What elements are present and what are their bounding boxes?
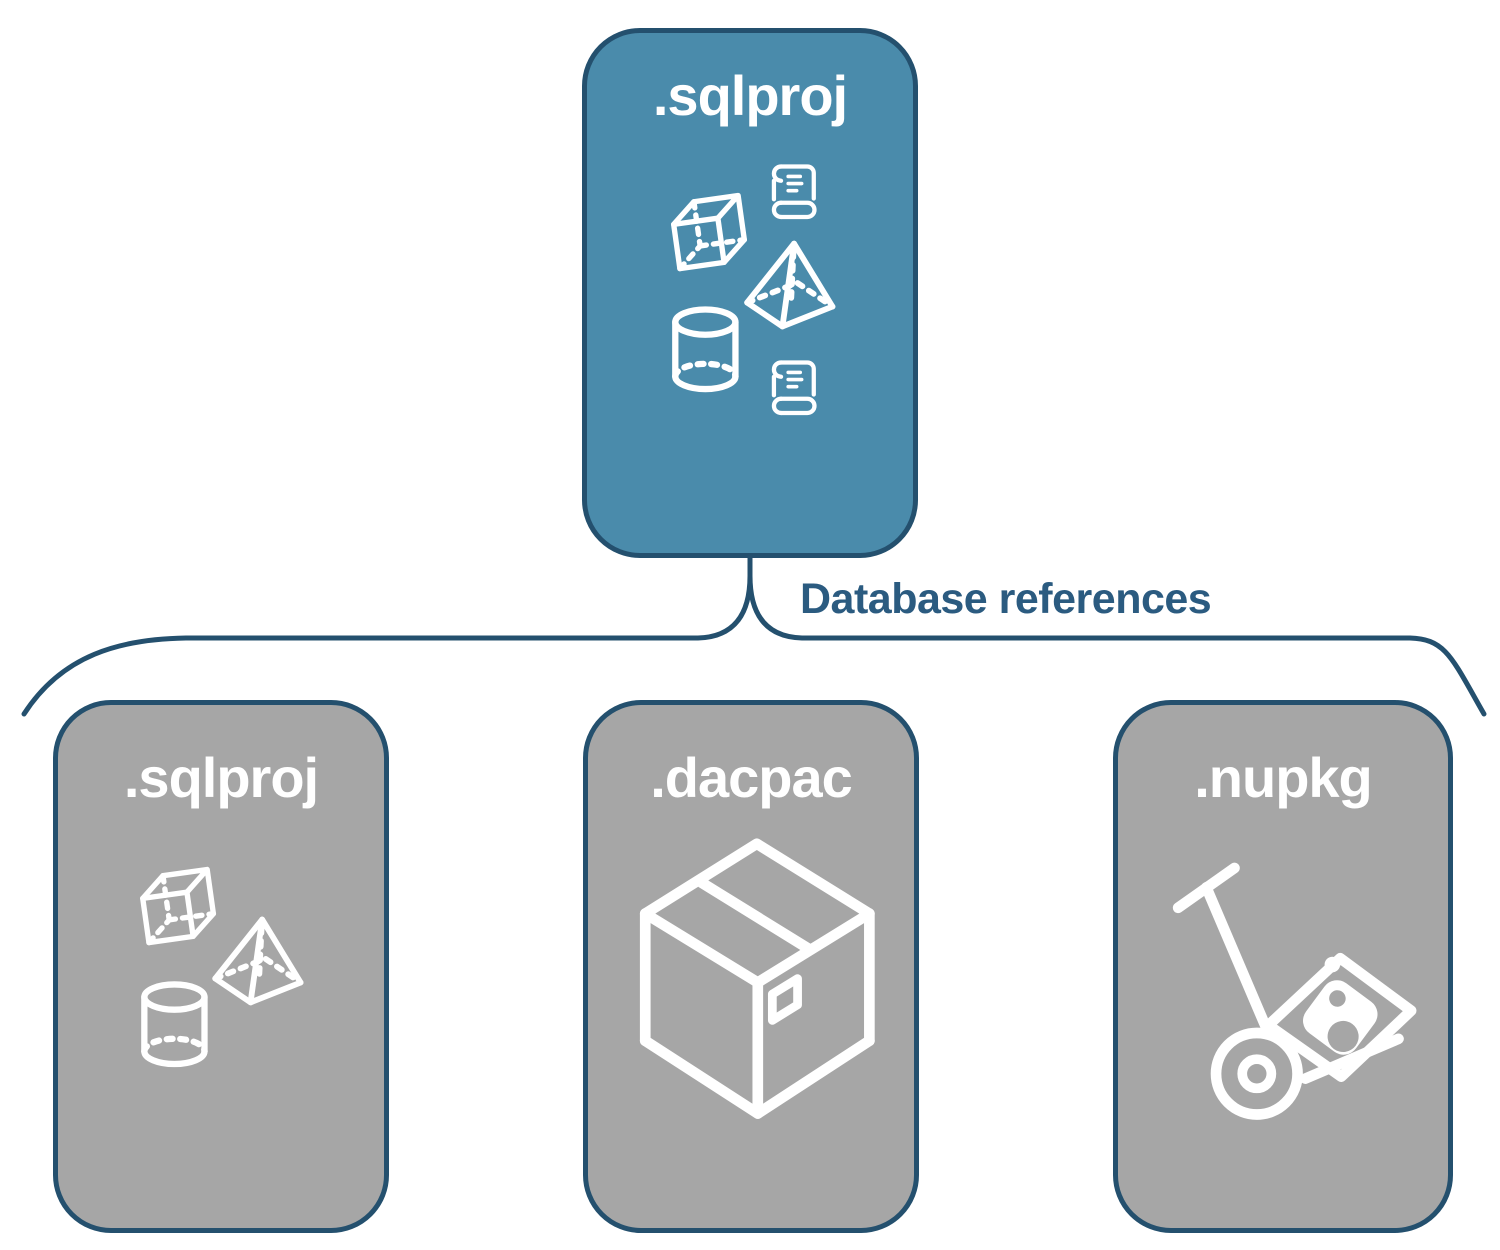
sql-project-objects-icon-cluster: [587, 33, 913, 553]
parent-node-sqlproj: .sqlproj: [582, 28, 918, 558]
cube-icon: [140, 869, 216, 942]
child-node-label: .sqlproj: [123, 746, 319, 809]
cylinder-icon: [144, 984, 204, 1064]
child-node-nupkg: .nupkg: [1113, 700, 1453, 1233]
child-node-sqlproj: .sqlproj: [53, 700, 389, 1233]
edge-label-database-references: Database references: [800, 575, 1212, 623]
nuget-package-outline: [1263, 952, 1417, 1082]
scroll-icon: [774, 166, 815, 217]
child-node-label: .nupkg: [1194, 746, 1373, 809]
child-node-dacpac: .dacpac: [583, 700, 919, 1233]
hand-truck-wheel: [1210, 1027, 1303, 1120]
brace-path: [21, 554, 1487, 717]
cylinder-icon: [675, 309, 735, 389]
package-box-icon: [639, 838, 875, 1119]
hand-truck-nuget-package-icon: [1172, 862, 1417, 1120]
cube-icon: [671, 196, 747, 269]
pyramid-icon: [746, 241, 837, 330]
sql-project-objects-icon-cluster: [58, 705, 384, 1228]
scroll-icon: [774, 362, 815, 413]
child-node-label: .dacpac: [650, 746, 853, 809]
parent-node-label: .sqlproj: [652, 64, 848, 127]
pyramid-icon: [214, 917, 305, 1006]
nuget-logo: [1303, 956, 1378, 1055]
